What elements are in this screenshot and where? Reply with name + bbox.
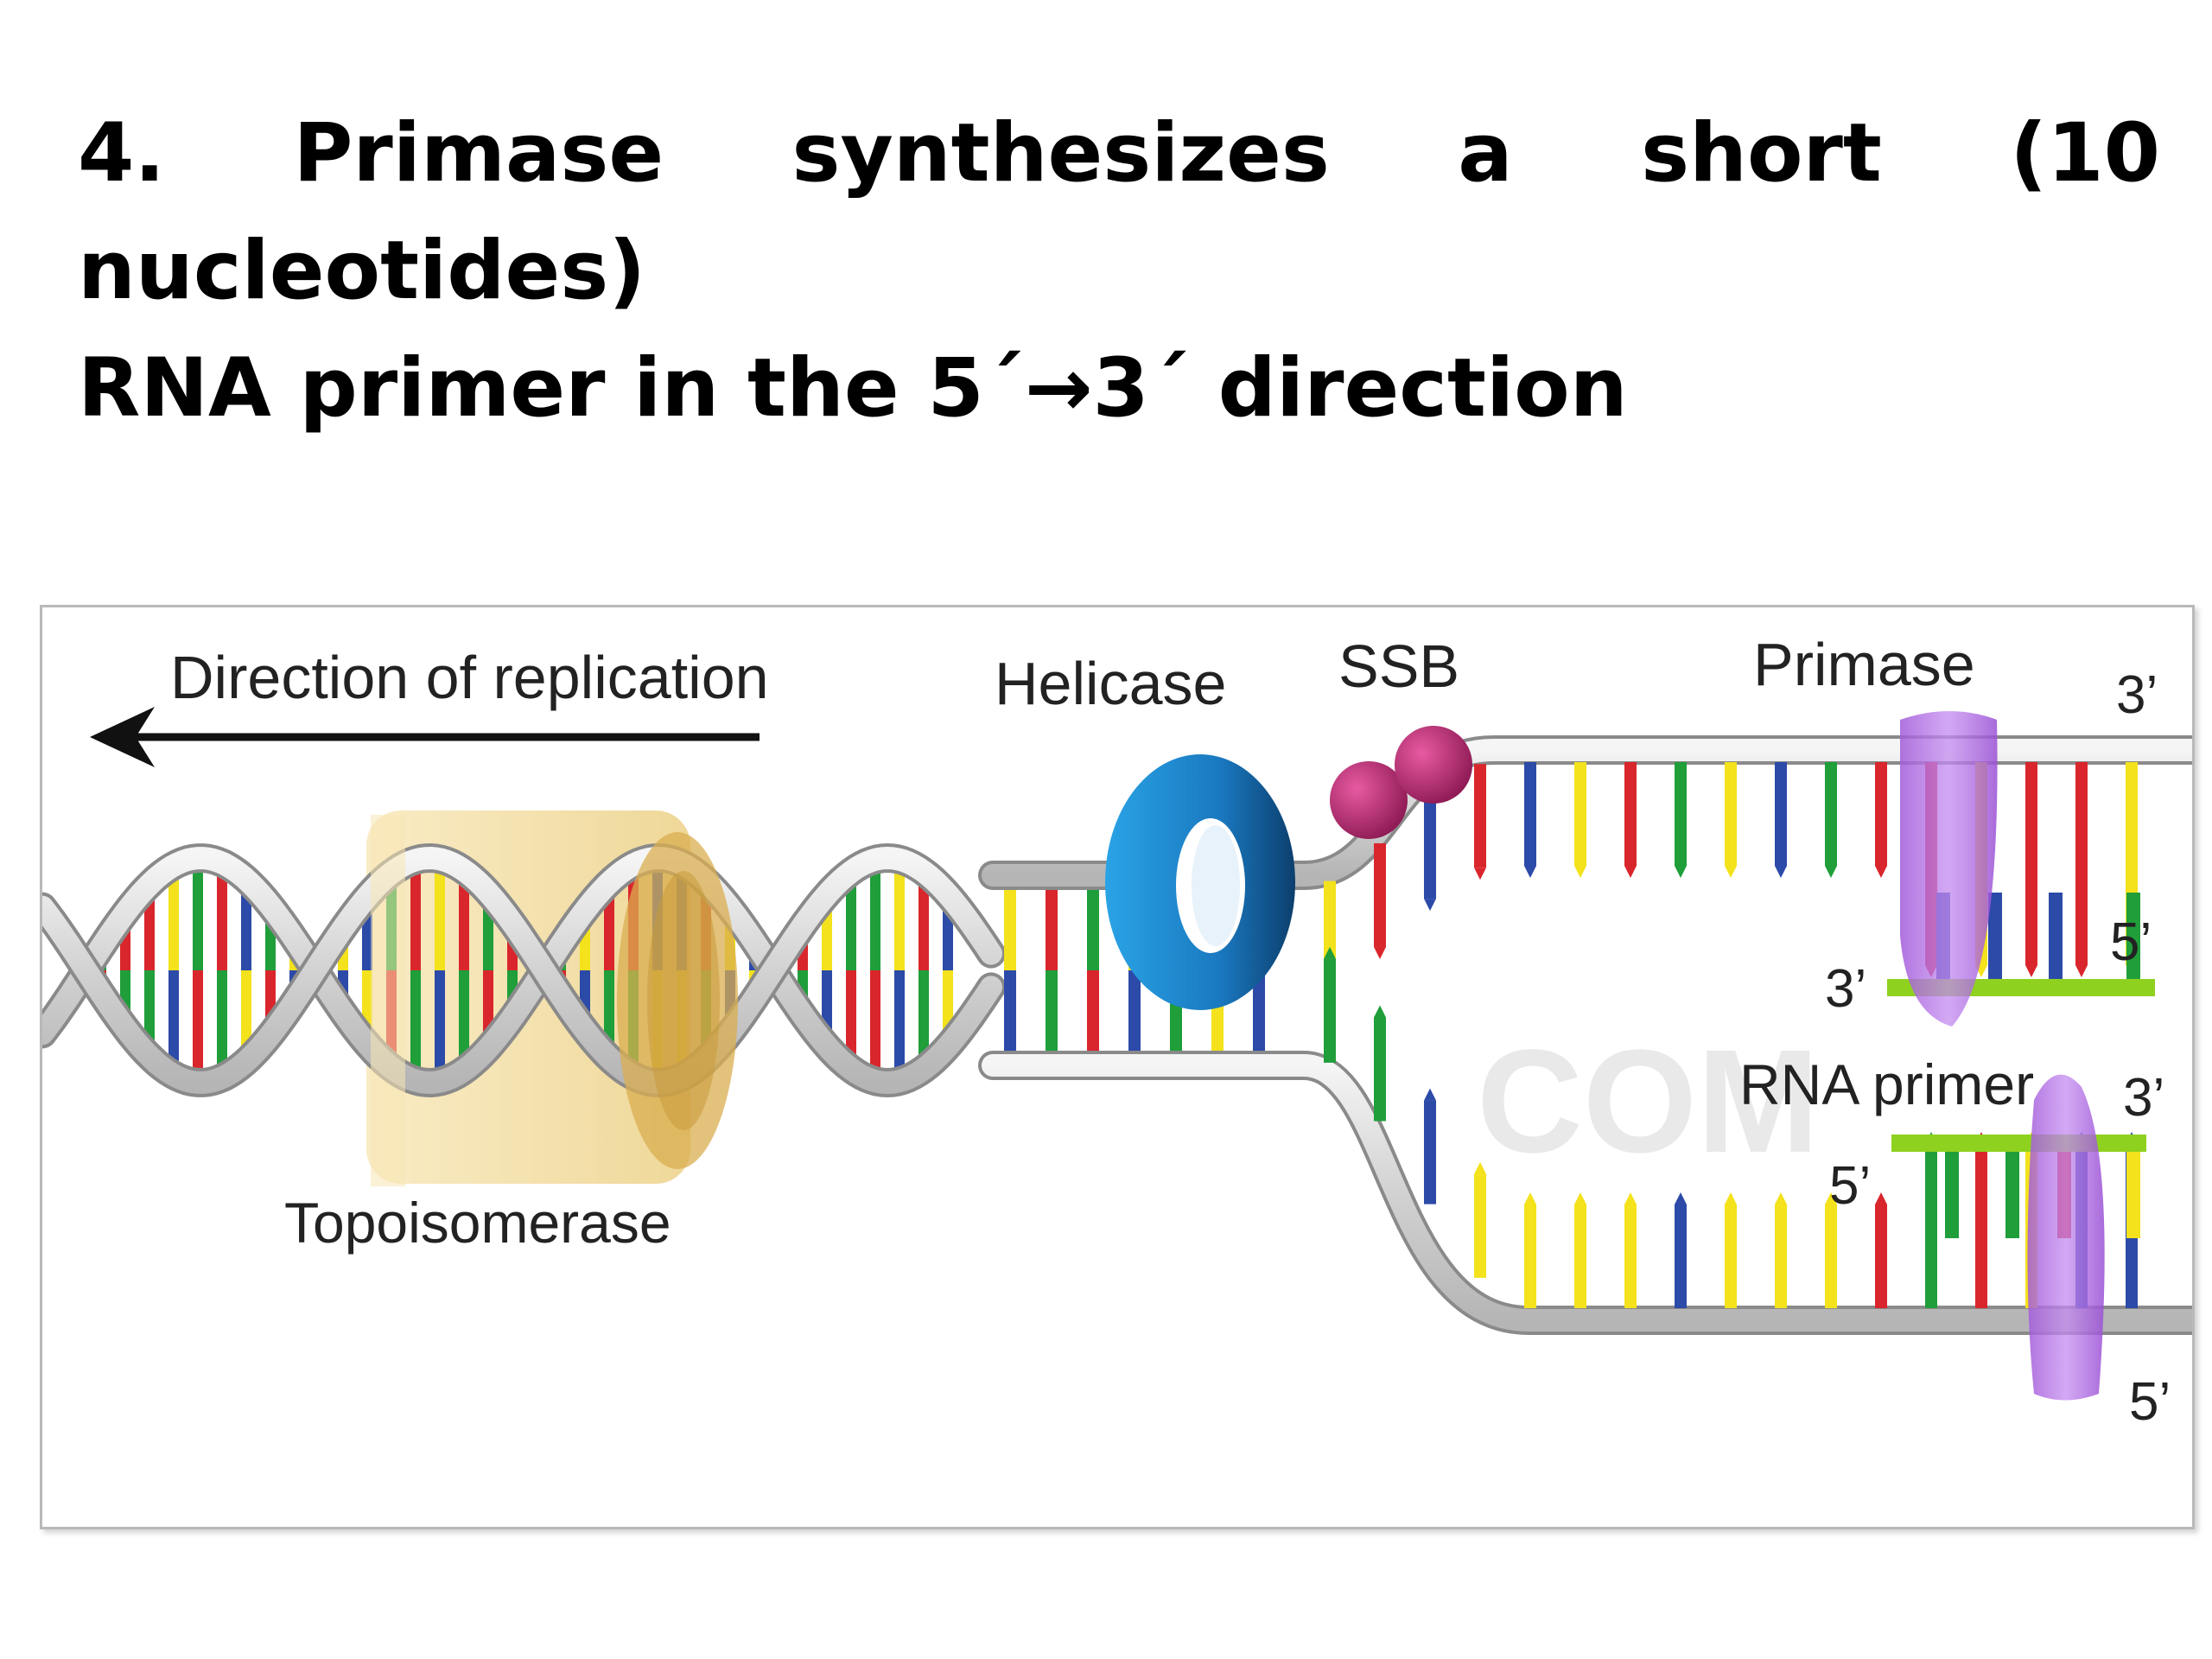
upper-primer-3-prime-label: 3’: [1825, 959, 1866, 1019]
topoisomerase-label: Topoisomerase: [284, 1191, 671, 1255]
helicase-label: Helicase: [995, 650, 1226, 717]
slide-title: 4. Primase synthesizes a short (10 nucle…: [78, 95, 2160, 448]
lower-primer-5-prime-label: 5’: [1829, 1156, 1871, 1216]
replication-fork-diagram: COM Direction of replication Topoisomera…: [42, 631, 2192, 1432]
ssb-label: SSB: [1338, 632, 1459, 700]
bottom-strand-5-prime-label: 5’: [2129, 1372, 2171, 1432]
double-helix-backbone: [42, 842, 1006, 1098]
rna-primer-label: RNA primer: [1739, 1052, 2034, 1116]
direction-of-replication-label: Direction of replication: [170, 644, 769, 711]
slide-title-line-2: RNA primer in the 5´→3´ direction: [78, 341, 1628, 435]
ssb-icon: [1330, 726, 1472, 839]
top-strand-3-prime-label: 3’: [2116, 665, 2158, 725]
primase-icon-upper: [1900, 711, 1998, 1027]
primase-label: Primase: [1753, 631, 1975, 698]
lower-primer-3-prime-label: 3’: [2123, 1068, 2164, 1128]
helicase-icon: [1105, 754, 1295, 1010]
rna-primer-lower: [1891, 1135, 2146, 1152]
replication-fork-figure: COM Direction of replication Topoisomera…: [40, 605, 2195, 1529]
watermark-text: COM: [1477, 1020, 1820, 1184]
primase-icon-lower: [2027, 1074, 2105, 1401]
slide-title-line-1: 4. Primase synthesizes a short (10 nucle…: [78, 106, 2160, 318]
upper-primer-5-prime-label: 5’: [2110, 912, 2152, 972]
direction-arrow-icon: [90, 707, 760, 767]
topoisomerase-icon: [371, 815, 738, 1186]
